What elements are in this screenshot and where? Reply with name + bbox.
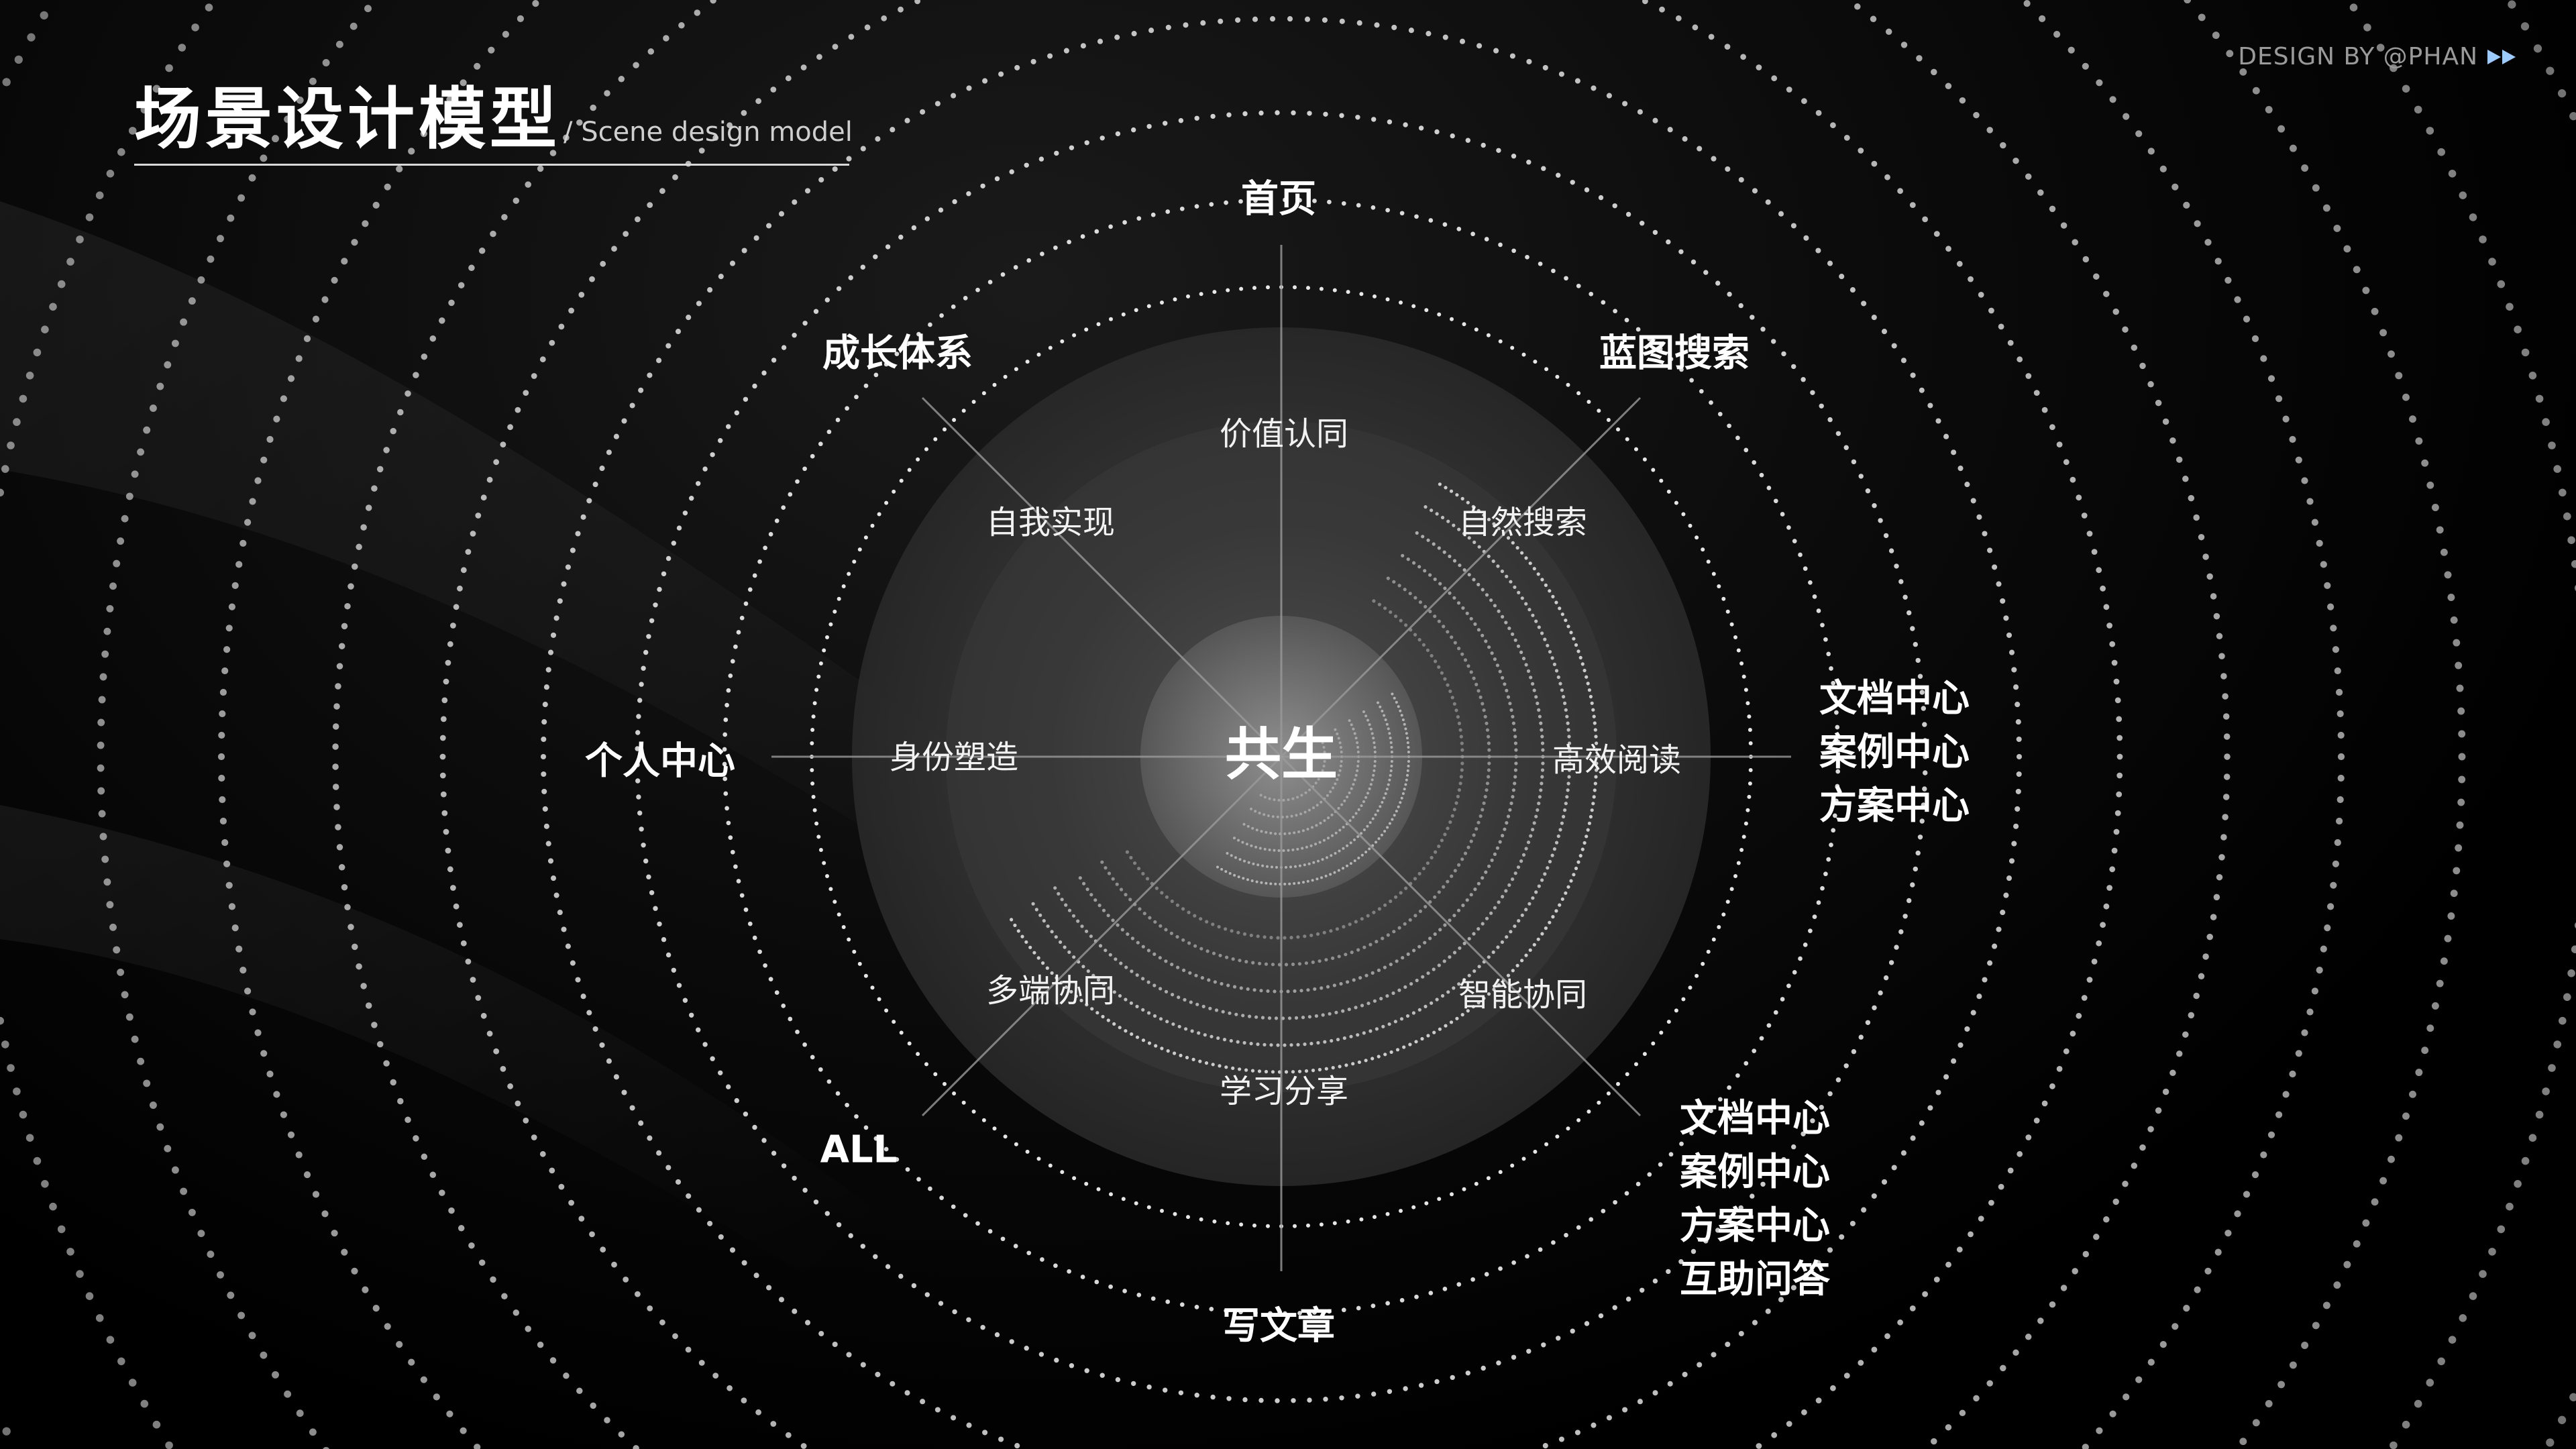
outer-ring xyxy=(217,0,2345,1449)
stack-right-item: 案例中心 xyxy=(1819,731,1970,774)
label-write-article: 写文章 xyxy=(1222,1304,1335,1348)
outer-ring xyxy=(722,197,1841,1316)
inner-dotted-rings xyxy=(1010,482,1599,1074)
label-identity-shaping: 身份塑造 xyxy=(889,739,1019,776)
core-ring xyxy=(1216,692,1410,885)
page-subtitle: / Scene design model xyxy=(564,117,853,148)
label-smart-collab: 智能协同 xyxy=(1458,976,1588,1014)
outer-ring xyxy=(540,16,2023,1449)
core-ring xyxy=(1259,737,1326,802)
label-self-realization: 自我实现 xyxy=(985,504,1116,541)
page-title: 场景设计模型 xyxy=(134,80,561,158)
outer-ring xyxy=(439,0,2123,1449)
label-natural-search: 自然搜索 xyxy=(1458,504,1588,541)
outer-ring xyxy=(332,0,2231,1449)
stack-right-item: 方案中心 xyxy=(1819,784,1970,828)
outer-ring xyxy=(97,0,2466,1449)
label-growth-system: 成长体系 xyxy=(822,331,973,376)
stack-bottom-right-item: 互助问答 xyxy=(1680,1258,1830,1301)
label-multi-device: 多端协同 xyxy=(985,972,1116,1010)
outer-ring xyxy=(635,110,1928,1403)
core-ring xyxy=(1242,719,1360,835)
title-underline xyxy=(134,164,849,166)
label-blueprint-search: 蓝图搜索 xyxy=(1599,331,1750,376)
inner-ring xyxy=(1053,531,1545,1020)
stack-bottom-right-item: 案例中心 xyxy=(1680,1150,1830,1194)
axis-diagonal-b xyxy=(921,396,1642,1117)
core-ring xyxy=(1233,710,1377,852)
label-value-identity: 价值认同 xyxy=(1219,415,1349,453)
label-stack-bottom-right: 文档中心 案例中心 方案中心 互助问答 xyxy=(1680,1092,1830,1307)
brand-credit: DESIGN BY @PHAN xyxy=(2238,43,2516,70)
inner-ring xyxy=(1125,599,1464,940)
stack-right-item: 文档中心 xyxy=(1819,677,1970,720)
double-arrow-icon xyxy=(2487,49,2516,64)
center-label: 共生 xyxy=(1224,721,1338,788)
label-home: 首页 xyxy=(1241,177,1316,221)
inner-ring xyxy=(1010,482,1599,1074)
label-efficient-reading: 高效阅读 xyxy=(1552,741,1682,779)
label-all: ALL xyxy=(820,1128,898,1172)
stack-bottom-right-item: 方案中心 xyxy=(1680,1204,1830,1248)
label-personal-center: 个人中心 xyxy=(585,739,735,784)
axis-lines xyxy=(771,245,1791,1271)
label-stack-right: 文档中心 案例中心 方案中心 xyxy=(1819,672,1970,833)
outer-ring xyxy=(810,285,1753,1228)
label-learn-share: 学习分享 xyxy=(1219,1073,1349,1110)
brand-text: DESIGN BY @PHAN xyxy=(2238,43,2478,70)
outer-ring xyxy=(0,3,2576,1449)
stack-bottom-right-item: 文档中心 xyxy=(1680,1097,1830,1140)
inner-ring xyxy=(1031,505,1572,1047)
